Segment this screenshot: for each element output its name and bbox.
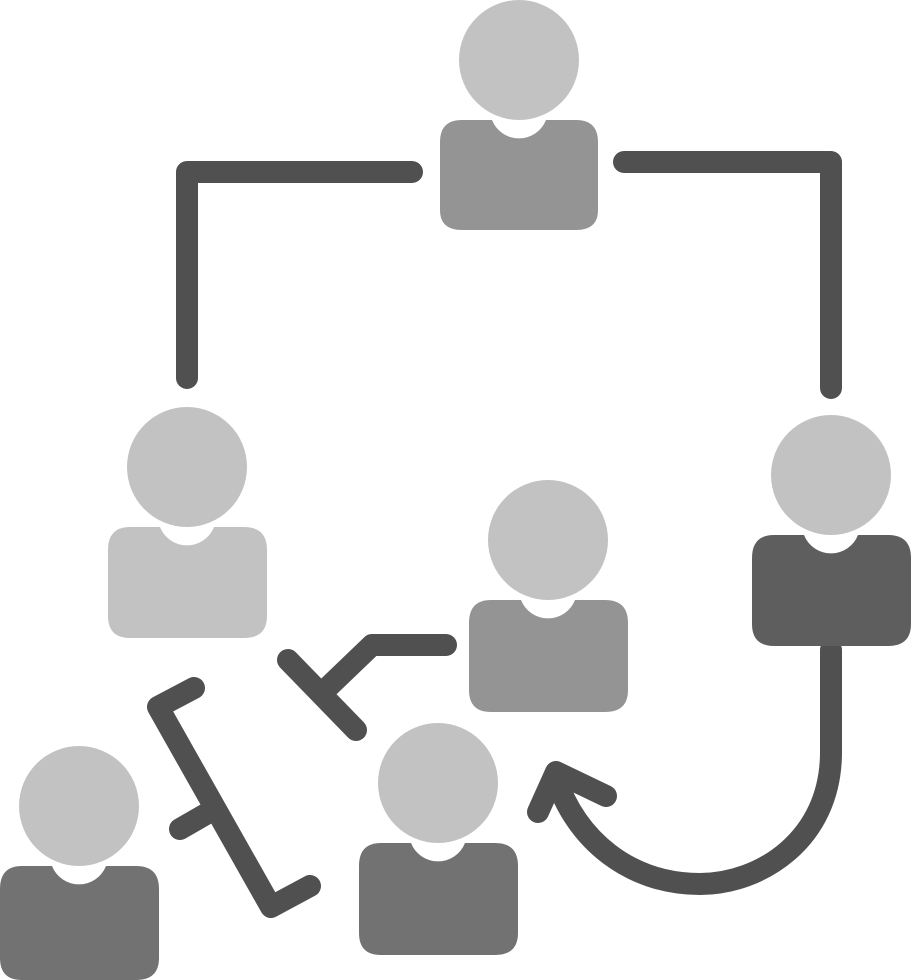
person-head <box>771 415 891 535</box>
person-body <box>469 600 628 712</box>
person-top-icon <box>440 0 598 230</box>
connector-center-to-left-branch <box>311 634 457 704</box>
connectors <box>147 151 842 918</box>
arrowhead-icon <box>527 761 617 823</box>
person-bottom-left-icon <box>0 746 159 980</box>
person-bottom-center-icon <box>359 723 518 955</box>
person-right-icon <box>752 415 911 646</box>
person-body <box>752 535 911 646</box>
person-body <box>359 843 518 955</box>
person-head <box>488 480 608 600</box>
connector-right-to-bottom-center-arrow <box>545 639 842 895</box>
person-head <box>127 407 247 527</box>
person-body <box>0 866 159 980</box>
person-body <box>108 527 267 638</box>
person-left-icon <box>108 407 267 638</box>
connector-bracket-tick <box>169 799 224 840</box>
person-head <box>378 723 498 843</box>
connector-top-to-left <box>176 161 423 389</box>
person-head <box>459 0 579 120</box>
person-head <box>19 746 139 866</box>
person-body <box>440 120 598 230</box>
connector-top-to-right <box>613 151 842 399</box>
connector-branch-tick <box>277 649 367 741</box>
person-center-icon <box>469 480 628 712</box>
connector-left-to-bottom-left-bracket <box>147 677 321 918</box>
